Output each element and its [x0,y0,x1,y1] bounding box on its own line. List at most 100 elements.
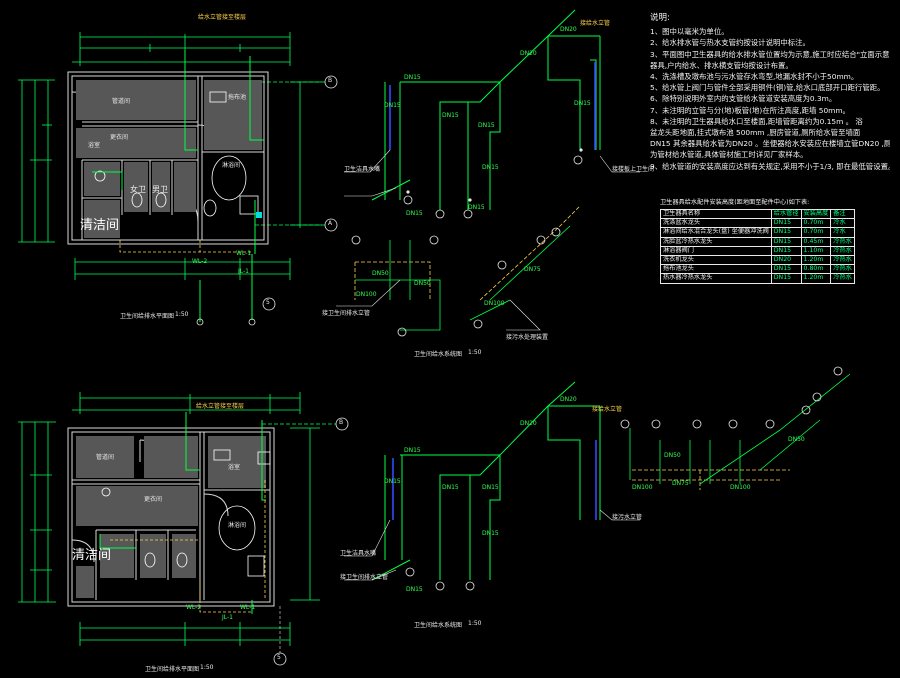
table-cell: 0.70m [800,227,832,238]
callout-label: 卫生洁具水嘴 [340,550,377,557]
table-cell: DN15 [770,236,802,247]
design-note-line: 7、未注明的立管与分(地)板管(地)在所注高度,距墙 50mm。 [650,105,850,115]
callout-label: 卫生洁具水嘴 [344,166,381,173]
plan-bottom-fixtures [101,449,271,577]
table-cell: 卫生器具名称 [660,208,772,220]
callout-label: 接给水立管 [580,20,611,27]
design-note-line: 8、未注明的卫生器具给水口至楼面,距墙管距离约为0.15m 。 浴 [650,116,863,126]
plan-bottom-drain [110,480,266,613]
axis-marker: 5 [277,654,281,661]
drain-size-label: DN50 [372,270,389,277]
plan-bottom-note: 给水立管接至楼层 [196,403,245,410]
table-cell: 1.20m [800,255,832,266]
table-cell: 拖布池龙头 [660,264,772,275]
iso-bottom-leaders [344,509,640,581]
room-label: 清洁间 [80,218,120,233]
callout-label: 接楼板上卫生间 [612,166,655,173]
design-notes-title: 说明: [650,13,670,23]
room-label: 拖布池 [228,94,247,101]
axis-marker: B [339,419,344,426]
iso-bottom-scale: 1:50 [468,620,482,627]
design-notes: 说明: 1、图中以毫米为单位。 2、给水排水管与热水支管约按设计说明中标注。 3… [650,13,890,172]
fixture-table-grid: 卫生器具名称 给水管径 安装高度 备注 洗涤盆水龙头 DN15 0.70m 冷水… [660,208,855,284]
table-row: 洗涤盆水龙头 DN15 0.70m 冷水 [660,218,855,229]
room-label: 浴室 [88,142,101,149]
iso-bottom-drain [632,469,790,490]
table-cell: 1.20m [800,273,832,284]
table-cell: 洗涤盆水龙头 [660,218,772,229]
room-label: 淋浴间 [228,522,247,529]
plan-top-dimensions [18,32,325,280]
table-row: 卫生器具名称 给水管径 安装高度 备注 [660,208,855,220]
plan-top-fills [76,80,262,238]
pipe-size-label: DN15 [404,74,421,81]
pipe-size-label: DN15 [404,447,421,454]
plan-top [18,32,338,326]
room-label: 清洁间 [72,548,112,563]
pipe-size-label: DN20 [560,26,577,33]
pipe-size-label: DN15 [482,484,499,491]
table-cell: 淋浴间给水混合龙头(盘) 坐便器冲洗阀 [660,227,772,238]
table-cell: DN15 [770,273,802,284]
design-note-line: 9、给水管道的安装高度应达到有关规定,采用不小于1/3, 即在最低管设置。 [650,161,890,171]
axis-marker: A [328,220,333,227]
plan-bottom-walls [67,427,275,607]
iso-top [336,9,640,337]
iso-top-title: 卫生间给水系统图 [414,351,463,358]
table-cell: 淋浴器阀门 [660,245,772,257]
table-cell: 冷水 [830,227,855,238]
callout-label: 接卫生间排水立管 [340,574,389,581]
iso-top-valves [406,148,583,202]
callout-label: 接给水立管 [592,406,623,413]
design-note-line: 4、洗涤槽及墩布池与污水管存水弯型,地漏水封不小于50mm。 [650,72,859,82]
design-note-line: 2、给水排水管与热水支管约按设计说明中标注。 [650,38,810,48]
callout-label: 接污水立管 [612,514,643,521]
table-cell: 热水器冷热水龙头 [660,273,772,284]
plan-top-fixtures [94,91,259,217]
callout-label: 接卫生间排水立管 [322,310,371,317]
table-cell: 0.45m [800,236,832,247]
room-label: 管道间 [112,98,131,105]
drain-size-label: DN75 [524,266,541,273]
pipe-size-label: DN15 [406,210,423,217]
table-cell: 冷热水 [830,273,855,284]
pipe-size-label: DN15 [384,478,401,485]
pipe-size-label: DN20 [520,420,537,427]
table-cell: 安装高度 [800,208,832,220]
design-note-line: 5、给水管上阀门与管件全部采用铜件(铜)管,给水口底部开口距行管距。 [650,83,885,93]
plan-bottom-fills [76,436,266,598]
riser-label: WL-2 [192,258,208,265]
axis-marker: B [328,77,333,84]
plan-top-pipes [92,50,264,322]
room-label: 浴室 [228,464,241,471]
pipe-size-label: DN15 [482,164,499,171]
table-cell: 冷热水 [830,236,855,247]
plan-top-axis-bubbles [196,75,338,326]
table-cell: 冷热水 [830,245,855,257]
room-label: 淋浴间 [222,162,241,169]
fixture-height-table: 卫生器具给水配件安装高度(距地面至配件中心)如下表: 卫生器具名称 给水管径 安… [660,197,855,284]
design-note-line: 盆龙头距地面,挂式墩布池 500mm ,厨房管道,厕所给水管至墙面 [650,128,861,138]
room-label: 男卫 [152,185,168,194]
drain-size-label: DN75 [672,480,689,487]
table-cell: 冷热水 [830,255,855,266]
table-cell: DN15 [770,245,802,257]
table-row: 热水器冷热水龙头 DN15 1.20m 冷热水 [660,273,855,284]
fixture-table-caption: 卫生器具给水配件安装高度(距地面至配件中心)如下表: [660,199,810,206]
plan-top-scale: 1:50 [175,311,189,318]
table-cell: 给水管径 [770,208,802,220]
table-cell: 1.10m [800,245,832,257]
design-note-line: 3、平面图中卫生器具的给水排水管位置均为示意,施工时应结合"立面示意"的选用 [650,49,890,59]
design-note-line: 为管材给水管道,具体管材施工时详见厂家样本。 [650,150,808,160]
table-cell: DN15 [770,264,802,275]
pipe-size-label: DN15 [574,100,591,107]
plan-bottom [18,392,349,666]
riser-label: WL-1 [240,604,256,611]
room-label: 女卫 [130,185,146,194]
pipe-size-label: DN15 [482,530,499,537]
table-row: 淋浴间给水混合龙头(盘) 坐便器冲洗阀 DN15 0.70m 冷水 [660,227,855,238]
room-label: 更衣间 [144,496,163,503]
riser-label: WL-1 [236,250,252,257]
drain-size-label: DN50 [664,452,681,459]
